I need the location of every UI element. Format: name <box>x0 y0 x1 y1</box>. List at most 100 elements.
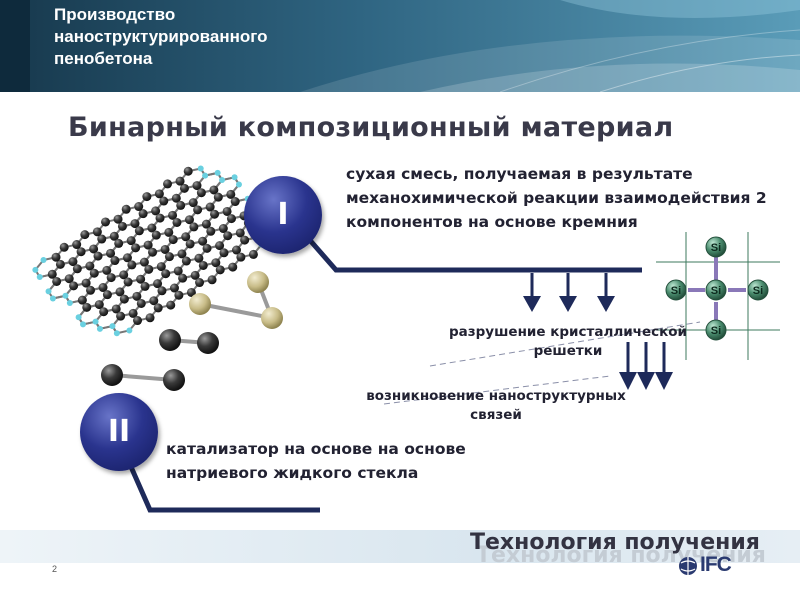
carbon-atom <box>76 247 86 257</box>
carbon-atom <box>198 236 208 246</box>
ifc-logo <box>679 557 697 575</box>
carbon-atom <box>202 243 212 253</box>
page-number: 2 <box>52 564 58 574</box>
carbon-atom <box>127 260 137 270</box>
hydrogen-atom <box>197 165 204 172</box>
carbon-atom <box>164 227 174 237</box>
carbon-atom <box>178 273 188 283</box>
carbon-atom <box>188 198 198 208</box>
slide-title: Бинарный композиционный материал <box>68 112 674 143</box>
carbon-atom <box>240 235 250 245</box>
carbon-atom <box>142 192 152 202</box>
carbon-atom <box>174 290 184 300</box>
carbon-atom <box>98 283 108 293</box>
hydrogen-atom <box>45 288 52 295</box>
carbon-atom <box>134 202 144 212</box>
carbon-atom <box>157 286 167 296</box>
down-arrows-group-1 <box>523 273 615 312</box>
footer-title: Технология получения <box>470 530 760 555</box>
carbon-atom <box>236 252 246 262</box>
graphene-lattice-image <box>32 165 278 337</box>
hydrogen-atom <box>235 181 242 188</box>
dashed-guides <box>383 321 701 405</box>
hydrogen-atom <box>96 325 103 332</box>
carbon-atom <box>209 185 219 195</box>
header-title-line-2: наноструктурированного <box>54 27 268 46</box>
carbon-atom <box>207 275 217 285</box>
carbon-atom <box>171 193 181 203</box>
down-arrow <box>523 273 541 312</box>
hydrogen-atom <box>66 299 73 306</box>
carbon-atom <box>161 269 171 279</box>
carbon-atom <box>168 210 178 220</box>
connector-line-2 <box>125 458 320 513</box>
step-nanostructure-bonds: возникновение наноструктурных связей <box>366 388 626 423</box>
carbon-atom <box>181 232 191 242</box>
carbon-atom <box>122 253 132 263</box>
footer-title-reflection: Технология получения <box>476 543 766 568</box>
carbon-atom <box>154 189 164 199</box>
hydrogen-atom <box>109 323 116 330</box>
carbon-atom <box>235 228 245 238</box>
silicon-atom-label: Si <box>711 242 721 254</box>
carbon-atom <box>163 179 173 189</box>
carbon-atom <box>139 257 149 267</box>
carbon-atom <box>205 202 215 212</box>
carbon-atom <box>113 214 123 224</box>
carbon-atom <box>186 287 196 297</box>
header-title-line-3: пенобетона <box>54 49 153 68</box>
header-title-line-1: Производство <box>54 5 176 24</box>
carbon-atom <box>131 243 141 253</box>
carbon-atom <box>179 183 189 193</box>
carbon-atom <box>101 217 111 227</box>
hydrogen-atom <box>231 174 238 181</box>
carbon-atom <box>145 313 155 323</box>
hydrogen-atom <box>36 274 43 281</box>
carbon-atom <box>201 219 211 229</box>
carbon-atom <box>106 273 116 283</box>
down-arrow <box>619 342 637 390</box>
hydrogen-atom <box>62 292 69 299</box>
carbon-atom <box>169 283 179 293</box>
carbon-atom <box>248 249 258 259</box>
hydrogen-atom <box>75 314 82 321</box>
silicon-atom: Si <box>747 279 769 301</box>
carbon-atom <box>117 221 127 231</box>
carbon-atom <box>190 270 200 280</box>
carbon-atom <box>102 265 112 275</box>
component-2-badge: II <box>80 393 158 471</box>
carbon-atom <box>160 244 170 254</box>
carbon-atom <box>99 307 109 317</box>
carbon-atom <box>136 274 146 284</box>
carbon-atom <box>52 276 62 286</box>
down-arrow <box>597 273 615 312</box>
carbon-atom <box>72 240 82 250</box>
component-2-description: катализатор на основе на основе натриево… <box>166 440 466 482</box>
carbon-atom <box>195 278 205 288</box>
carbon-atom <box>89 244 99 254</box>
carbon-atom <box>148 247 158 257</box>
carbon-atom <box>106 248 116 258</box>
carbon-atom <box>136 298 146 308</box>
carbon-atom <box>176 200 186 210</box>
carbon-atom <box>132 291 142 301</box>
carbon-atom <box>82 302 92 312</box>
carbon-atom <box>172 217 182 227</box>
carbon-atom <box>59 242 69 252</box>
carbon-atom <box>140 281 150 291</box>
carbon-atom <box>223 231 233 241</box>
carbon-atom <box>206 226 216 236</box>
carbon-atom <box>119 294 129 304</box>
carbon-atom <box>218 224 228 234</box>
carbon-atom <box>55 259 65 269</box>
carbon-atom <box>86 285 96 295</box>
carbon-atom <box>68 257 78 267</box>
silicon-atom-label: Si <box>711 285 721 297</box>
down-arrows-group-2 <box>619 342 673 390</box>
carbon-atom <box>168 235 178 245</box>
header-title: Производство наноструктурированного пено… <box>54 4 267 70</box>
hydrogen-atom <box>219 177 226 184</box>
carbon-atom <box>198 260 208 270</box>
